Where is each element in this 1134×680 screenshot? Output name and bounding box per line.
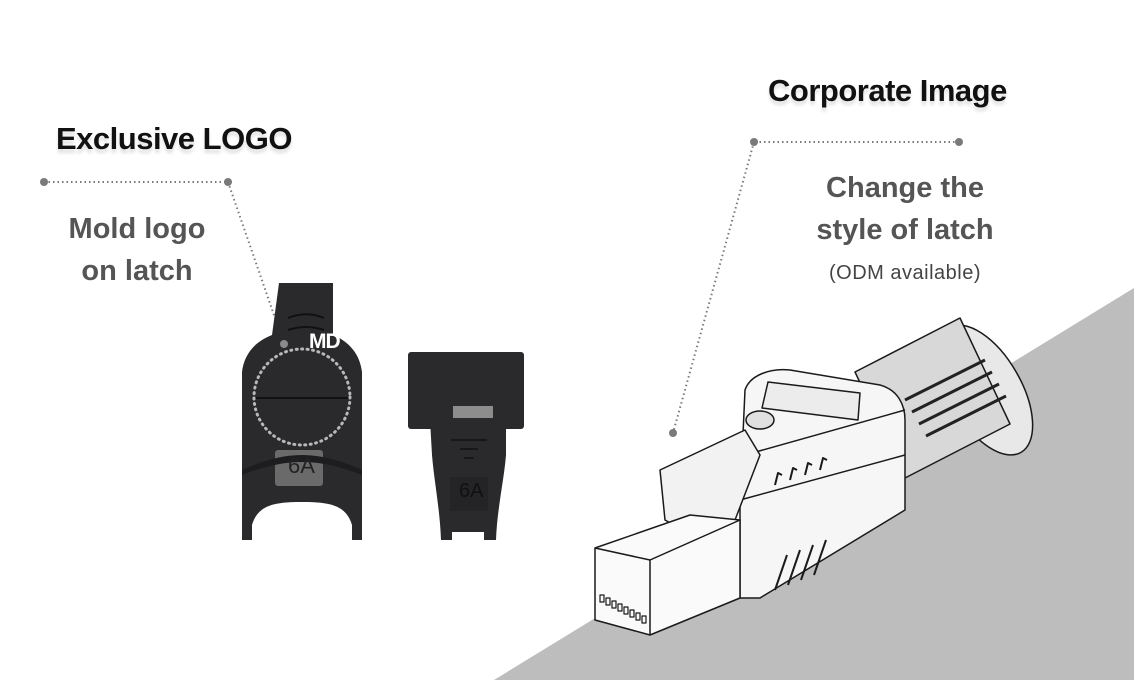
left-latch-image [242, 283, 362, 540]
corporate-image-heading: Corporate Image [768, 73, 1007, 108]
description-line: Change the [826, 172, 984, 204]
logo-overlay-text: MD [309, 330, 341, 353]
description-line: on latch [81, 255, 193, 287]
left-connector-line [40, 178, 285, 345]
rj45-connector-drawing [594, 317, 1034, 636]
right-connector-line [669, 138, 963, 437]
left-latch-marking: 6A [288, 453, 315, 478]
description-line: Mold logo [68, 213, 206, 245]
mold-logo-description: Mold logo on latch [42, 208, 232, 292]
description-line: style of latch [816, 214, 994, 246]
odm-note: (ODM available) [829, 262, 981, 284]
change-latch-description: Change the style of latch [790, 167, 1020, 251]
exclusive-logo-heading: Exclusive LOGO [56, 121, 292, 156]
center-latch-marking: 6A [459, 480, 484, 502]
center-latch-image [408, 352, 524, 540]
